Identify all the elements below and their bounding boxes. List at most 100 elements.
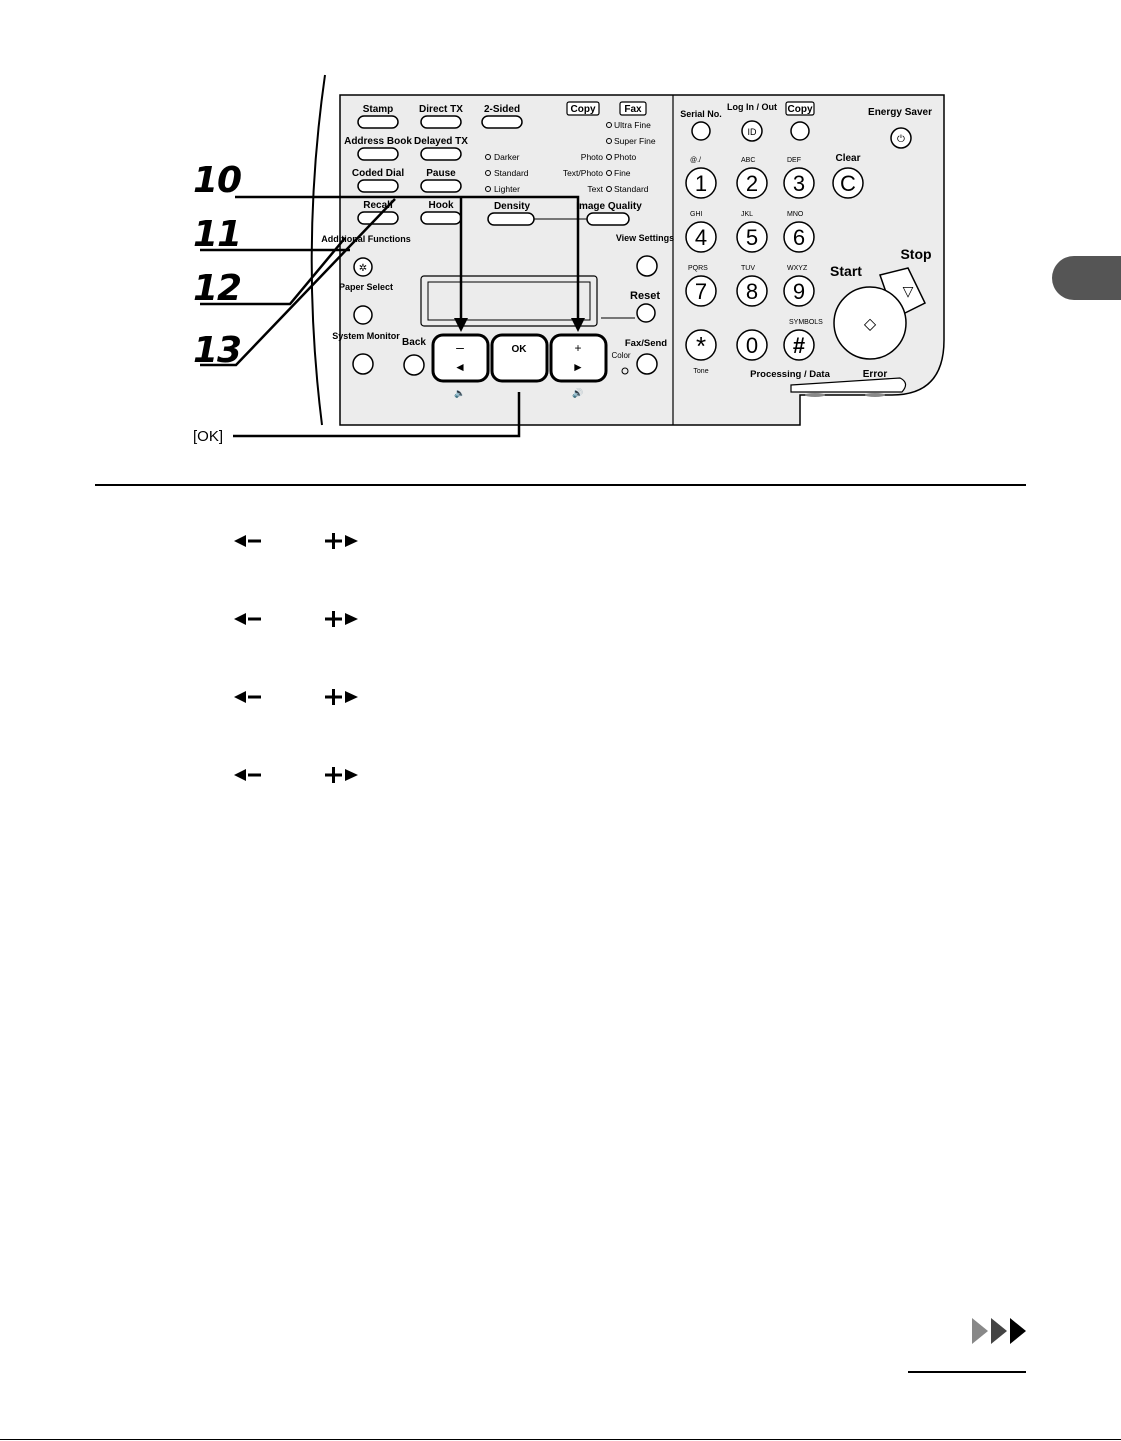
keypad-sub-8: TUV [741, 265, 755, 272]
color-led [621, 367, 629, 375]
hook-button[interactable] [420, 211, 462, 225]
delayed-tx-label: Delayed TX [414, 136, 468, 147]
key-star[interactable] [685, 329, 717, 361]
minus-icon [248, 773, 261, 777]
right-arrow-icon [345, 535, 358, 547]
key-6-label: 6 [793, 225, 805, 250]
address-book-button[interactable] [357, 147, 399, 161]
copy-button[interactable] [790, 121, 810, 141]
stop-icon: ▽ [903, 283, 914, 299]
coded-dial-button[interactable] [357, 179, 399, 193]
gear-icon: ✲ [359, 263, 367, 274]
pause-button[interactable] [420, 179, 462, 193]
keypad-sub-9: WXYZ [787, 265, 808, 272]
direct-tx-button[interactable] [420, 115, 462, 129]
back-label: Back [402, 337, 426, 348]
image-quality-label: Image Quality [576, 201, 642, 212]
volume-low-icon: 🔈 [454, 388, 465, 399]
keypad-sub-3: DEF [787, 157, 801, 164]
copy-key-label: Copy [788, 104, 813, 115]
hook-label: Hook [429, 200, 454, 211]
left-arrow-icon [234, 613, 246, 625]
reset-button[interactable] [636, 303, 656, 323]
arrow-key-icons [234, 689, 358, 705]
view-settings-button[interactable] [636, 255, 658, 277]
key-8-label: 8 [746, 279, 758, 304]
density-standard: Standard [494, 168, 529, 178]
key-9[interactable] [783, 275, 815, 307]
recall-label: Recall [363, 200, 393, 211]
key-0[interactable] [736, 329, 768, 361]
key-3-label: 3 [793, 171, 805, 196]
tone-label: Tone [693, 368, 708, 375]
system-monitor-label: System Monitor [332, 331, 400, 341]
back-button[interactable] [403, 354, 425, 376]
minus-icon [248, 617, 261, 621]
left-arrow-icon [234, 535, 246, 547]
view-settings-label: View Settings [616, 233, 674, 243]
two-sided-label: 2-Sided [484, 104, 520, 115]
continue-arrows-icon [972, 1318, 1026, 1344]
key-star-label: * [696, 331, 706, 361]
right-arrow-button[interactable] [549, 333, 608, 383]
ok-button[interactable] [490, 333, 549, 383]
left-arrow-icon [234, 691, 246, 703]
fax-send-label: Fax/Send [625, 338, 667, 349]
log-in-out-button[interactable] [741, 120, 763, 142]
fax-send-button[interactable] [636, 353, 658, 375]
key-hash[interactable] [783, 329, 815, 361]
log-in-out-label: Log In / Out [727, 102, 777, 112]
image-quality-button[interactable] [586, 212, 630, 226]
right-arrow-icon [345, 691, 358, 703]
additional-functions-label: Additional Functions [321, 234, 411, 244]
key-5[interactable] [736, 221, 768, 253]
system-monitor-button[interactable] [352, 353, 374, 375]
power-icon: ⏻ [897, 134, 905, 145]
two-sided-button[interactable] [481, 115, 523, 129]
address-book-label: Address Book [344, 136, 412, 147]
bottom-rule [0, 1439, 1121, 1440]
minus-icon [248, 539, 261, 543]
chapter-thumb-tab [1052, 256, 1121, 300]
fax-tag [619, 101, 647, 116]
key-5-label: 5 [746, 225, 758, 250]
key-8[interactable] [736, 275, 768, 307]
color-label: Color [611, 351, 630, 360]
ok-key-label: OK [512, 344, 528, 355]
pause-label: Pause [426, 168, 456, 179]
paper-select-label: Paper Select [339, 282, 393, 292]
key-4[interactable] [685, 221, 717, 253]
instruction-row [232, 686, 372, 708]
stamp-button[interactable] [357, 115, 399, 129]
key-1[interactable] [685, 167, 717, 199]
delayed-tx-button[interactable] [420, 147, 462, 161]
right-arrow-icon [345, 613, 358, 625]
additional-functions-button[interactable] [353, 257, 373, 277]
key-7[interactable] [685, 275, 717, 307]
left-arrow-icon: ◄ [454, 360, 466, 374]
start-icon: ◇ [864, 316, 877, 333]
keypad-sub-5: JKL [741, 211, 753, 218]
density-options: Darker Standard Lighter [485, 152, 529, 194]
right-arrow-icon: ► [572, 360, 584, 374]
error-label: Error [863, 369, 888, 380]
key-9-label: 9 [793, 279, 805, 304]
energy-saver-button[interactable] [890, 127, 912, 149]
left-arrow-button[interactable] [431, 333, 490, 383]
quality-options: Photo Text/Photo Text Ultra Fine Super F… [563, 120, 656, 194]
coded-dial-label: Coded Dial [352, 168, 404, 179]
copy-quality-text: Text [587, 184, 603, 194]
right-arrow-icon [345, 769, 358, 781]
serial-no-button[interactable] [691, 121, 711, 141]
fax-tag-label: Fax [624, 104, 642, 115]
key-2[interactable] [736, 167, 768, 199]
copy-quality-photo: Photo [581, 152, 603, 162]
paper-select-button[interactable] [353, 305, 373, 325]
stop-label: Stop [900, 246, 931, 262]
start-button[interactable] [833, 286, 907, 360]
clear-button[interactable] [832, 167, 864, 199]
density-button[interactable] [487, 212, 535, 226]
key-6[interactable] [783, 221, 815, 253]
section-rule [95, 484, 1026, 486]
key-3[interactable] [783, 167, 815, 199]
